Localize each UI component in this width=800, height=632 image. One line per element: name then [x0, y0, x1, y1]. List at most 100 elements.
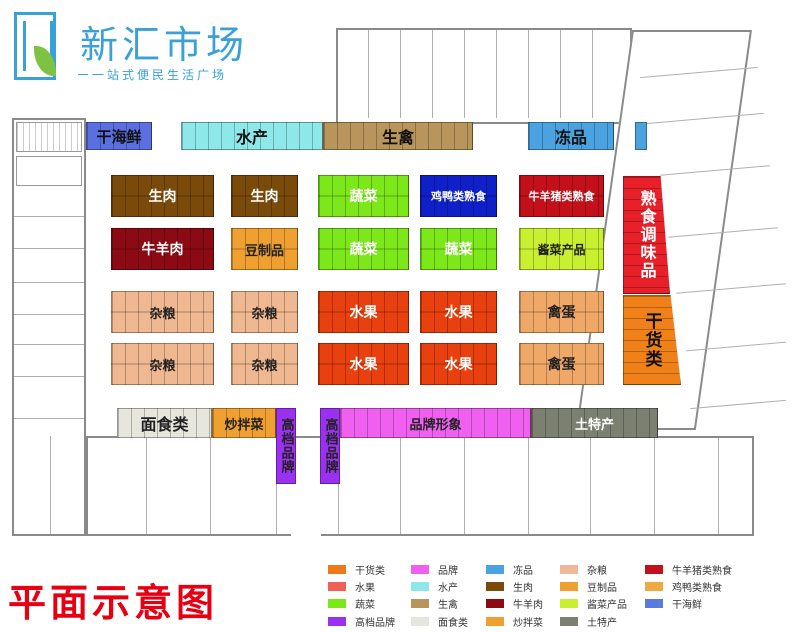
zone-grains[interactable]: 杂粮: [231, 291, 298, 333]
zone-fruit[interactable]: 水果: [318, 343, 409, 385]
legend-swatch: [560, 582, 578, 591]
legend-item: 品牌: [411, 562, 458, 577]
zone-label: 生肉: [148, 189, 177, 205]
zone-premium-brand[interactable]: 高档品牌: [276, 408, 296, 484]
zone-poultry[interactable]: 生禽: [323, 122, 473, 150]
top-wing-divider: [464, 30, 465, 118]
legend-label: 炒拌菜: [513, 618, 543, 629]
zone-meat-deli[interactable]: 牛羊猪类熟食: [519, 175, 604, 217]
bottom-wing-divider: [718, 438, 719, 534]
legend-label: 品牌: [438, 566, 458, 577]
top-wing-divider: [496, 30, 497, 118]
top-wing-divider: [592, 30, 593, 118]
plan-title: 平面示意图: [8, 581, 219, 625]
zone-fresh-meat[interactable]: 生肉: [231, 175, 298, 217]
zone-local-specialties[interactable]: 土特产: [531, 408, 658, 438]
legend-swatch: [411, 582, 429, 591]
legend-item: 水果: [328, 579, 375, 594]
zone-grains[interactable]: 杂粮: [231, 343, 298, 385]
legend-item: 干海鲜: [645, 596, 702, 611]
legend-label: 水产: [438, 583, 458, 594]
bottom-wing-divider: [210, 438, 211, 534]
left-wing-toilets: [16, 156, 82, 186]
legend-item: 鸡鸭类熟食: [645, 579, 722, 594]
top-wing-divider: [528, 30, 529, 118]
zone-label: 面食类: [140, 415, 189, 434]
legend-swatch: [328, 617, 346, 626]
zone-pickles[interactable]: 酱菜产品: [519, 228, 604, 270]
zone-eggs[interactable]: 禽蛋: [519, 291, 604, 333]
legend-swatch: [486, 582, 504, 591]
zone-label: 豆制品: [244, 243, 284, 259]
left-wing-divider: [14, 344, 84, 345]
zone-brand-image[interactable]: 品牌形象: [340, 408, 531, 438]
legend-swatch: [411, 565, 429, 574]
bottom-wing-divider: [338, 438, 339, 534]
legend-item: 面食类: [411, 614, 468, 629]
legend-item: 生肉: [486, 579, 533, 594]
top-wing-divider: [432, 30, 433, 118]
zone-fruit[interactable]: 水果: [420, 291, 497, 333]
zone-label: 蔬菜: [444, 242, 473, 258]
legend-item: 豆制品: [560, 579, 617, 594]
legend-swatch: [645, 582, 663, 591]
zone-label: 水果: [444, 305, 473, 321]
legend-swatch: [486, 617, 504, 626]
zone-aquatic[interactable]: 水产: [181, 122, 323, 150]
zone-fruit[interactable]: 水果: [318, 291, 409, 333]
zone-label: 高档品牌: [278, 418, 294, 474]
zone-label: 高档品牌: [322, 418, 338, 474]
legend-swatch: [328, 582, 346, 591]
legend-item: 冻品: [486, 562, 533, 577]
brand-name: 新汇市场: [80, 23, 249, 67]
zone-dry-goods[interactable]: 干货类: [623, 295, 681, 385]
legend-label: 水果: [355, 583, 375, 594]
zone-label: 酱菜产品: [537, 242, 586, 257]
zone-frozen-annex[interactable]: [635, 122, 647, 150]
right-wing-divider: [690, 399, 786, 410]
legend-swatch: [411, 617, 429, 626]
legend-item: 高档品牌: [328, 614, 395, 629]
logo-mark: [14, 12, 56, 80]
bottom-wing-divider: [276, 438, 277, 534]
zone-dried-seafood[interactable]: 干海鲜: [86, 122, 152, 150]
zone-fruit[interactable]: 水果: [420, 343, 497, 385]
brand-slogan: 一站式便民生活广场: [77, 68, 228, 82]
zone-label: 杂粮: [149, 358, 176, 374]
zone-grains[interactable]: 杂粮: [111, 291, 214, 333]
legend-item: 干货类: [328, 562, 385, 577]
zone-vegetables[interactable]: 蔬菜: [420, 228, 497, 270]
legend-label: 干货类: [355, 566, 385, 577]
zone-vegetables[interactable]: 蔬菜: [318, 228, 409, 270]
zone-stir-fry[interactable]: 炒拌菜: [212, 408, 276, 438]
legend-item: 牛羊猪类熟食: [645, 562, 732, 577]
zone-label: 水产: [235, 128, 268, 147]
legend-item: 蔬菜: [328, 596, 375, 611]
zone-soy-products[interactable]: 豆制品: [231, 228, 298, 270]
zone-label: 杂粮: [149, 306, 176, 322]
legend-swatch: [560, 565, 578, 574]
zone-label: 水果: [349, 305, 378, 321]
zone-label: 熟食调味品: [637, 190, 657, 280]
legend-label: 面食类: [438, 618, 468, 629]
zone-beef-mutton[interactable]: 牛羊肉: [111, 228, 214, 270]
left-wing-divider: [14, 282, 84, 283]
legend: 干货类 品牌 冻品 杂粮 牛羊猪类熟食 水果 水产 生肉 豆制品 鸡鸭类熟食 蔬…: [320, 562, 790, 629]
zone-vegetables[interactable]: 蔬菜: [318, 175, 409, 217]
left-wing-divider: [14, 216, 84, 217]
legend-swatch: [560, 599, 578, 608]
zone-noodles[interactable]: 面食类: [117, 408, 212, 438]
legend-item: 杂粮: [560, 562, 607, 577]
zone-label: 牛羊猪类熟食: [528, 190, 595, 203]
left-wing-divider: [50, 436, 51, 534]
legend-label: 牛羊肉: [513, 600, 543, 611]
zone-grains[interactable]: 杂粮: [111, 343, 214, 385]
zone-poultry-deli[interactable]: 鸡鸭类熟食: [420, 175, 497, 217]
zone-fresh-meat[interactable]: 生肉: [111, 175, 214, 217]
zone-premium-brand[interactable]: 高档品牌: [320, 408, 340, 484]
legend-swatch: [328, 565, 346, 574]
zone-label: 干海鲜: [96, 127, 142, 146]
zone-frozen[interactable]: 冻品: [528, 122, 614, 150]
zone-eggs[interactable]: 禽蛋: [519, 343, 604, 385]
legend-swatch: [486, 599, 504, 608]
